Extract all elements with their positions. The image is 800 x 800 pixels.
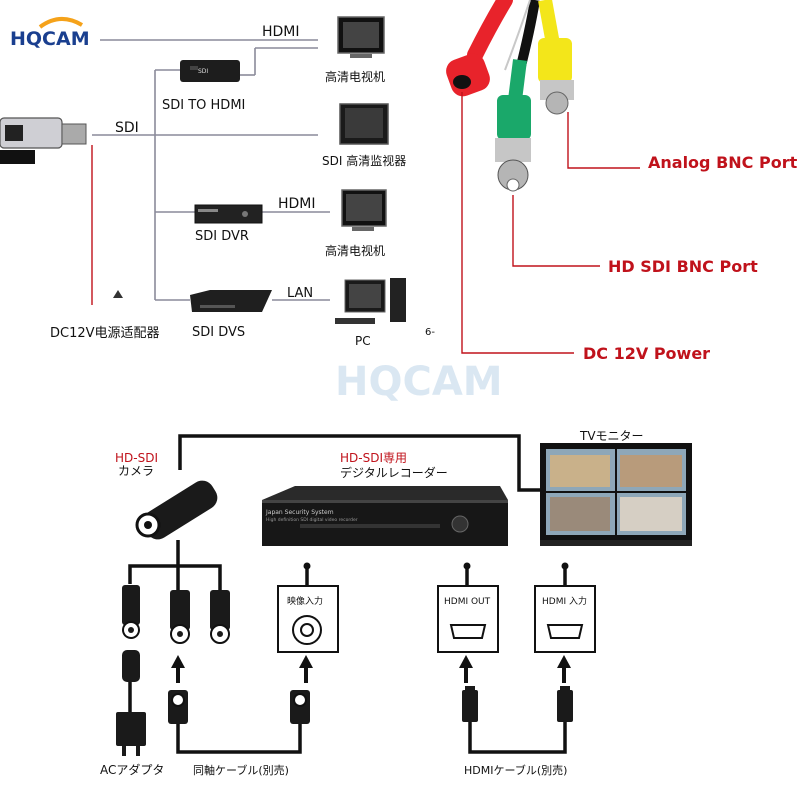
sdi-camera-icon: [0, 117, 87, 164]
sdi-to-hdmi-converter-icon: SDI: [180, 60, 240, 82]
dc-plug-icon: [113, 290, 123, 298]
label-hdmi-top: HDMI: [262, 24, 300, 40]
label-hdmi-mid: HDMI: [278, 196, 316, 212]
sdi-dvs-icon: [190, 290, 272, 312]
hd-tv-icon-1: [337, 16, 385, 58]
port-label-video-in: 映像入力: [287, 595, 323, 607]
hd-sdi-recorder-icon: [262, 486, 508, 546]
hqcam-watermark: HQCAM: [335, 359, 503, 405]
label-ac-adapter: ACアダプタ: [100, 762, 164, 777]
callout-hd-sdi-bnc: HD SDI BNC Port: [608, 257, 758, 276]
port-dot-video-in: [303, 562, 311, 570]
converter-box-label: SDI: [198, 68, 208, 75]
tv-monitor-icon: [540, 443, 692, 546]
callout-lines: [461, 92, 640, 354]
camera-cable-connectors: [446, 0, 574, 192]
label-small-mark: 6-: [425, 327, 435, 338]
coax-cable-ends: [168, 690, 310, 724]
label-sdi: SDI: [115, 120, 139, 136]
port-label-hdmi-out: HDMI OUT: [444, 597, 491, 607]
label-coax-cable: 同軸ケーブル(別売): [193, 763, 289, 777]
recorder-label-dvr: デジタルレコーダー: [340, 465, 448, 480]
hd-tv-icon-2: [341, 189, 387, 231]
label-hdmi-cable: HDMIケーブル(別売): [464, 763, 567, 777]
tv-monitor-label: TVモニター: [579, 429, 644, 443]
camera-label-hdsdi: HD-SDI: [115, 451, 158, 465]
callout-dc-power: DC 12V Power: [583, 344, 710, 363]
label-tv-2: 高清电视机: [325, 243, 385, 258]
label-sdi-dvs: SDI DVS: [192, 325, 245, 340]
label-tv-1: 高清电视机: [325, 69, 385, 84]
top-connection-lines: [92, 39, 330, 301]
label-dc-adapter: DC12V电源适配器: [50, 326, 160, 341]
port-dot-hdmi-in: [561, 562, 569, 570]
port-label-hdmi-in: HDMI 入力: [542, 595, 587, 607]
pc-icon: [335, 278, 406, 324]
camera-label-kamera: カメラ: [118, 464, 154, 478]
recorder-brand-text: Japan Security System: [265, 509, 334, 516]
port-box-hdmi-in: [534, 585, 596, 653]
label-lan: LAN: [287, 286, 313, 301]
label-sdi-monitor: SDI 高清监视器: [322, 153, 406, 168]
label-sdi-dvr: SDI DVR: [195, 229, 249, 244]
port-box-hdmi-out: [437, 585, 499, 653]
camera-pigtail-connectors: [116, 585, 230, 756]
callout-analog-bnc: Analog BNC Port: [648, 153, 798, 172]
logo-swoosh-icon: [38, 17, 84, 29]
port-box-video-in: [277, 585, 339, 653]
hqcam-logo: HQCAM: [10, 17, 90, 50]
label-sdi-to-hdmi: SDI TO HDMI: [162, 98, 245, 113]
logo-text: HQCAM: [10, 28, 90, 50]
bullet-camera-icon: [135, 480, 218, 540]
up-arrow-icons: [171, 655, 571, 683]
port-dot-hdmi-out: [463, 562, 471, 570]
recorder-label-hdsdi: HD-SDI専用: [340, 451, 407, 465]
hdmi-cable-ends: [462, 686, 573, 722]
label-pc: PC: [355, 334, 371, 348]
recorder-sub-text: High definition SDI digital video record…: [266, 517, 358, 523]
sdi-monitor-icon: [339, 103, 389, 145]
sdi-dvr-icon: [194, 204, 263, 224]
